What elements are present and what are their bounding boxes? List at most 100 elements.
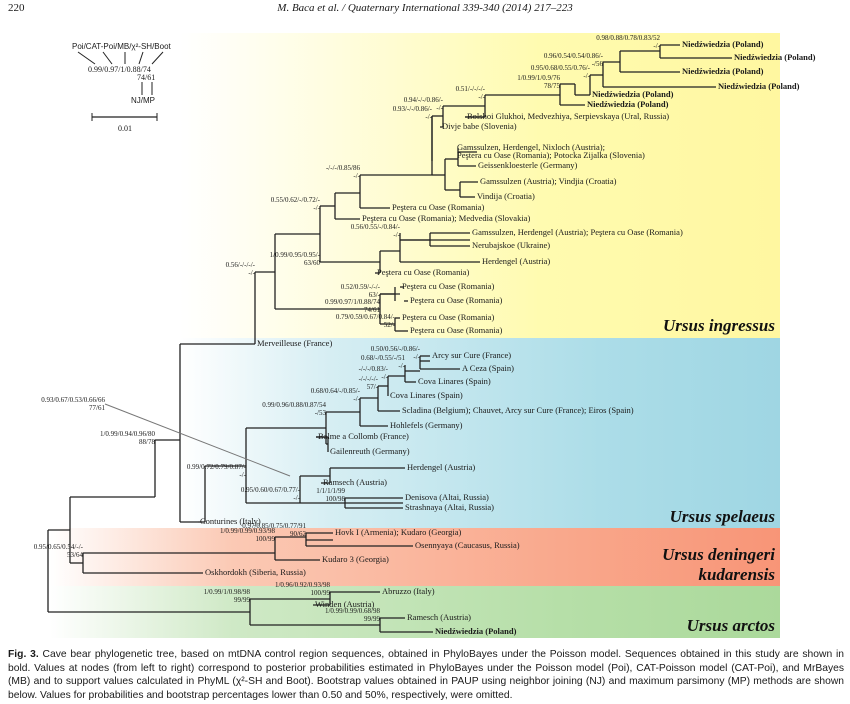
node-support-bottom: -/- [239,471,246,479]
node-support-values: 0.68/-/0.55/-/51-/- [361,354,405,370]
clade-band-deningeri [50,528,780,586]
node-support-values: 0.99/0.72/0.79/0.87/--/- [187,463,246,479]
leaf-label: Peştera cu Oase (Romania) [402,281,495,291]
node-support-values: 0.95/0.68/0.55/0.76/--/- [531,64,590,80]
node-support-top: 0.50/0.56/-/0.86/- [370,345,420,353]
node-support-bottom: 63/- [368,291,380,299]
legend-arrow [151,51,164,65]
node-support-bottom: -/- [248,269,255,277]
node-support-top: 1/0.99/1/0.98/98 [203,588,250,596]
leaf-label: Peştera cu Oase (Romania) [410,325,503,335]
node-support-values: 0.93/-/-/0.86/--/- [393,105,432,121]
node-support-top: 1/0.99/0.94/0.96/80 [99,430,155,438]
node-support-top: -/-/-/-/- [358,375,378,383]
leaf-label: Winden (Austria) [315,599,375,609]
node-support-values: 0.55/0.62/-/0.72/--/- [271,196,320,212]
legend-arrow [77,51,96,65]
node-support-top: 0.95/0.60/0.67/0.77/- [240,486,300,494]
leaf-label: Niedźwiedzia (Poland) [592,89,674,99]
leaf-label: Nerubajskoe (Ukraine) [472,240,551,250]
node-support-top: 0.68/-/0.55/-/51 [361,354,405,362]
legend-arrows [77,51,164,121]
node-support-top: 1/0.99/0.95/0.95/- [269,251,320,259]
node-support-bottom: -/- [313,204,320,212]
journal-header: M. Baca et al. / Quaternary Internationa… [277,2,573,14]
leaf-label: Hohlefels (Germany) [390,420,463,430]
node-support-values: 0.50/0.56/-/0.86/--/- [371,345,420,361]
leaf-label: Osennyaya (Caucasus, Russia) [415,540,520,550]
leaf-label: Niedźwiedzia (Poland) [734,52,816,62]
leaf-label: Scladina (Belgium); Chauvet, Arcy sur Cu… [402,405,634,415]
node-support-top: 0.94/-/-/0.86/- [403,96,443,104]
node-support-values: 0.79/0.59/0.67/0.84/-52/- [336,313,395,329]
leaf-label: Arcy sur Cure (France) [432,350,512,360]
node-support-top: -/-/-/0.85/86 [325,164,360,172]
scale-bar-label: 0.01 [118,124,132,133]
clade-label-deningeri: Ursus deningeri [662,545,775,564]
leaf-label: Gamssulzen (Austria); Vindjia (Croatia) [480,176,617,186]
node-support-top: 0.99/0.72/0.79/0.87/- [186,463,246,471]
node-support-bottom: 99/99 [364,615,380,623]
node-support-bottom: 63/60 [304,259,320,267]
leaf-label: Strashnaya (Altai, Russia) [405,502,494,512]
clade-band-spelaeus [180,338,780,528]
leaf-label: Vindija (Croatia) [477,191,535,201]
node-support-top: 0.56/-/-/-/- [225,261,255,269]
node-support-top: 0.56/0.55/-/0.84/- [350,223,400,231]
node-support-top: 1/1/1/1/99 [316,487,345,495]
node-support-top: 0.96/0.54/0.54/0.86/- [543,52,603,60]
node-support-top: 0.99/0.96/0.88/0.87/54 [262,401,326,409]
leaf-label: Niedźwiedzia (Poland) [682,39,764,49]
node-support-top: 0.79/0.59/0.67/0.84/- [335,313,395,321]
node-support-bottom: -/- [653,42,660,50]
leaf-label: Bolshoi Glukhoi, Medvezhiya, Serpievskay… [467,111,670,121]
leaf-label: Niedźwiedzia (Poland) [435,626,517,636]
legend-nj-mp-label: NJ/MP [131,96,155,105]
node-support-values: 0.95/0.60/0.67/0.77/--/- [241,486,300,502]
node-support-values: 0.95/0.65/0.54/-/-53/64 [34,543,83,559]
clade-label-kudarensis: kudarensis [698,565,775,584]
node-support-bottom: 57/- [366,383,378,391]
node-support-bottom: -/- [436,104,443,112]
leaf-label: Kudaro 3 (Georgia) [322,554,389,564]
node-support-values: 0.98/0.88/0.78/0.83/52-/- [596,34,660,50]
node-support-bottom: -/- [425,113,432,121]
leaf-label: Cova Linares (Spain) [390,390,463,400]
leaf-label: Ramesch (Austria) [407,612,471,622]
node-support-bottom: 78/75 [544,82,560,90]
node-support-bottom: -/- [381,373,388,381]
leaf-label: Gamssulzen, Herdengel, Nixloch (Austria)… [457,142,605,152]
node-support-values: -/-/-/-/-57/- [359,375,378,391]
node-support-values: 0.56/0.55/-/0.84/--/- [351,223,400,239]
legend-methods-label: Poi/CAT-Poi/MB/χ²-SH/Boot [72,42,171,51]
node-support-bottom: -/- [293,494,300,502]
leaf-label: Denisova (Altai, Russia) [405,492,489,502]
caption-text: Cave bear phylogenetic tree, based on mt… [8,649,844,701]
node-support-bottom: 90/62 [290,530,306,538]
node-support-top: 0.52/0.59/-/-/- [340,283,380,291]
node-support-top: 0.95/0.68/0.55/0.76/- [530,64,590,72]
page-number: 220 [8,2,25,14]
legend-arrow [102,51,113,65]
leaf-label: Ramsech (Austria) [323,477,387,487]
node-support-values: 1/0.99/0.95/0.95/-63/60 [270,251,320,267]
clade-label-ingressus: Ursus ingressus [663,316,775,335]
leaf-label: Niedźwiedzia (Poland) [587,99,669,109]
node-support-top: 0.95/0.65/0.54/-/- [33,543,83,551]
legend-example-top: 0.99/0.97/1/0.88/74 [88,65,151,74]
leaf-label: Herdengel (Austria) [407,462,476,472]
node-support-values: 0.51/-/-/-/--/- [456,85,485,101]
leaf-label: Gailenreuth (Germany) [330,446,410,456]
leaf-label: Abruzzo (Italy) [382,586,435,596]
node-support-top: 0.51/-/-/-/- [455,85,485,93]
legend-arrow [138,51,144,65]
node-support-values: -/-/-/0.83/--/- [359,365,388,381]
